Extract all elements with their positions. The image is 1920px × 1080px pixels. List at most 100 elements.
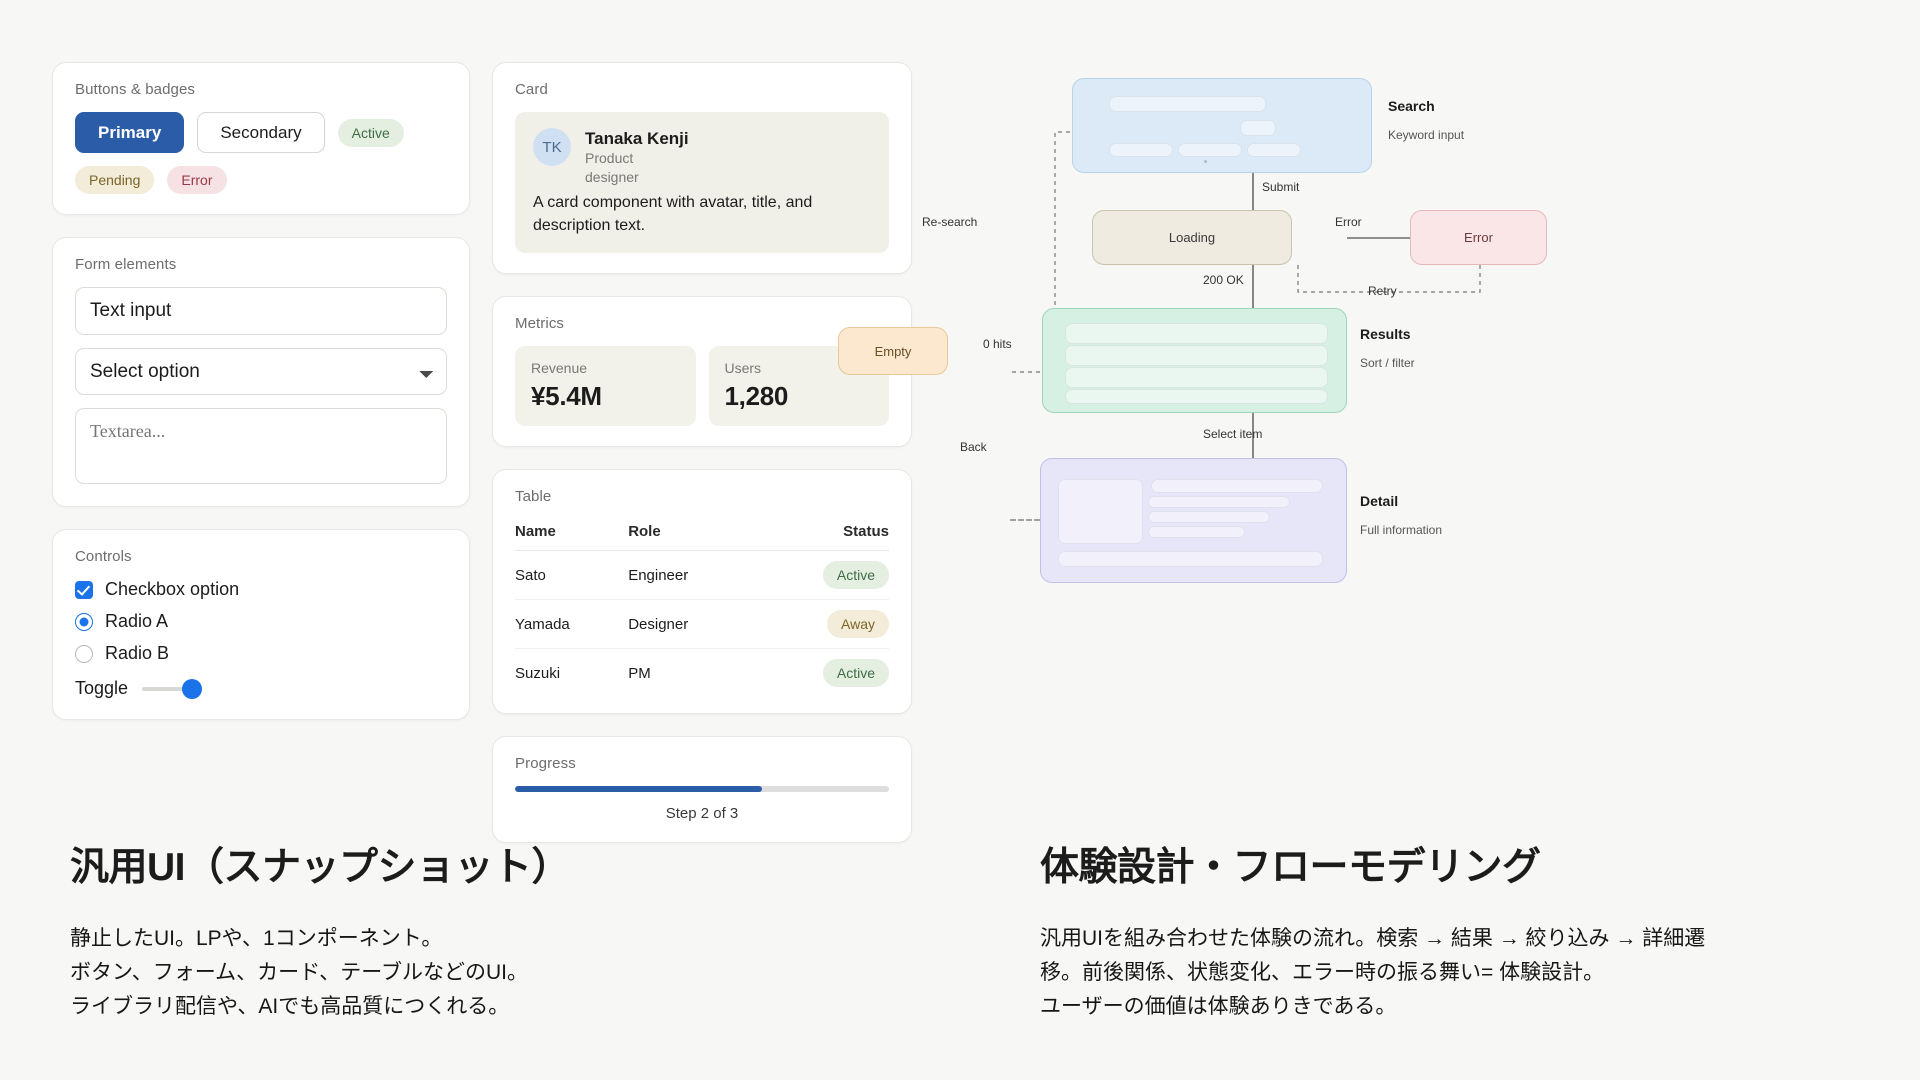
metric-revenue-value: ¥5.4M [531, 381, 602, 412]
avatar: TK [533, 128, 571, 166]
profile-card: TK Tanaka Kenji Product designer A card … [515, 112, 889, 254]
skeleton-footer-bar [1058, 551, 1323, 567]
edge-label-error: Error [1335, 215, 1362, 229]
skeleton-bar [1178, 143, 1242, 157]
buttons-badges-title: Buttons & badges [75, 81, 196, 98]
flow-node-search[interactable] [1072, 78, 1372, 173]
flow-node-empty-label: Empty [874, 343, 912, 359]
edge-label-zerohits: 0 hits [983, 337, 1012, 351]
radio-a-label: Radio A [105, 611, 169, 631]
flow-node-results[interactable] [1042, 308, 1347, 413]
skeleton-button [1240, 120, 1276, 136]
card-section-title: Card [515, 81, 548, 98]
footer-left-body: 静止したUI。LPや、1コンポーネント。 ボタン、フォーム、カード、テーブルなど… [70, 926, 529, 1018]
skeleton-dot [1204, 160, 1207, 163]
profile-role: Product designer [585, 150, 639, 186]
flow-node-error-label: Error [1464, 230, 1493, 245]
skeleton-line [1148, 526, 1245, 538]
table-title: Table [515, 488, 552, 506]
flow-node-detail[interactable] [1040, 458, 1347, 583]
flow-label-search: Search Keyword input [1388, 98, 1464, 142]
controls-card: Controls Checkbox option Radio A Radio B… [52, 529, 470, 720]
table-row[interactable]: Suzuki PM Active [515, 649, 889, 698]
skeleton-line [1148, 496, 1290, 508]
flow-node-loading[interactable]: Loading [1092, 210, 1292, 265]
textarea-input[interactable] [75, 408, 447, 484]
column-name: Name [515, 519, 629, 552]
radio-unselected-icon[interactable] [75, 644, 93, 663]
cell-role: Engineer [628, 550, 753, 601]
table-card: Table Name Role Status Sato Engineer Act… [492, 469, 912, 715]
form-elements-title: Form elements [75, 256, 177, 273]
cell-name: Sato [515, 550, 629, 601]
radio-b-row[interactable]: Radio B [75, 643, 447, 664]
profile-description: A card component with avatar, title, and… [533, 194, 813, 235]
edge-label-retry: Retry [1368, 284, 1397, 298]
text-input[interactable] [75, 287, 447, 335]
edge-label-research: Re-search [922, 215, 978, 229]
toggle-switch[interactable] [142, 678, 203, 699]
metrics-title: Metrics [515, 315, 565, 333]
secondary-button[interactable]: Secondary [197, 112, 325, 153]
table-row[interactable]: Yamada Designer Away [515, 599, 889, 650]
metric-users-value: 1,280 [724, 381, 789, 412]
column-role: Role [628, 519, 753, 552]
flow-label-search-title: Search [1388, 98, 1435, 114]
progress-step-text: Step 2 of 3 [665, 805, 739, 823]
radio-selected-icon[interactable] [75, 612, 93, 631]
skeleton-row [1065, 345, 1328, 366]
skeleton-row [1065, 323, 1328, 344]
left-column: Buttons & badges Primary Secondary Activ… [52, 62, 470, 720]
radio-b-label: Radio B [105, 643, 170, 663]
skeleton-bar [1109, 143, 1173, 157]
flow-label-detail-title: Detail [1360, 493, 1399, 509]
metric-revenue: Revenue ¥5.4M [515, 346, 696, 427]
flow-label-detail: Detail Full information [1360, 493, 1442, 537]
skeleton-thumbnail [1058, 479, 1143, 544]
profile-name: Tanaka Kenji [585, 129, 689, 148]
footer-right: 体験設計・フローモデリング 汎用UIを組み合わせた体験の流れ。検索 → 結果 →… [1040, 845, 1840, 1024]
cell-name: Suzuki [515, 664, 561, 682]
progress-title: Progress [515, 755, 576, 773]
flow-label-results: Results Sort / filter [1360, 326, 1415, 370]
skeleton-bar [1109, 96, 1266, 112]
skeleton-line [1151, 479, 1323, 493]
toggle-track [142, 686, 203, 691]
cell-role: Designer [628, 599, 753, 650]
footer-left-heading: 汎用UI（スナップショット） [70, 846, 571, 889]
cell-status: Away [752, 599, 889, 650]
flow-node-error[interactable]: Error [1410, 210, 1547, 265]
progress-card: Progress Step 2 of 3 [492, 736, 912, 844]
toggle-row[interactable]: Toggle [75, 678, 447, 699]
edge-label-submit: Submit [1262, 180, 1300, 194]
toggle-knob[interactable] [182, 678, 203, 699]
badge-row: Pending Error [75, 166, 447, 194]
metrics-card: Metrics Revenue ¥5.4M Users 1,280 [492, 296, 912, 448]
buttons-badges-card: Buttons & badges Primary Secondary Activ… [52, 62, 470, 215]
table-row[interactable]: Sato Engineer Active [515, 550, 889, 601]
flow-node-empty[interactable]: Empty [838, 327, 948, 375]
form-elements-card: Form elements Select option [52, 237, 470, 507]
primary-button[interactable]: Primary [75, 112, 185, 153]
radio-a-row[interactable]: Radio A [75, 611, 447, 632]
skeleton-line [1148, 511, 1270, 523]
flow-diagram: Search Keyword input Submit Loading Erro… [838, 50, 1910, 650]
cell-name: Yamada [515, 599, 629, 650]
checkbox-checked-icon[interactable] [75, 580, 93, 599]
toggle-label: Toggle [75, 678, 129, 698]
profile-head: TK Tanaka Kenji Product designer [533, 128, 871, 187]
progress-bar [515, 786, 889, 793]
select-input[interactable]: Select option [75, 348, 447, 395]
badge-error: Error [167, 166, 227, 194]
checkbox-row[interactable]: Checkbox option [75, 579, 447, 600]
skeleton-row [1065, 389, 1328, 404]
skeleton-row [1065, 367, 1328, 388]
edge-label-selectitem: Select item [1203, 427, 1263, 441]
status-badge: Active [822, 659, 889, 688]
badge-pending: Pending [75, 166, 155, 194]
flow-label-results-title: Results [1360, 326, 1411, 342]
data-table: Name Role Status Sato Engineer Active Ya… [515, 519, 889, 697]
controls-title: Controls [75, 548, 132, 565]
cell-status: Active [752, 550, 889, 601]
